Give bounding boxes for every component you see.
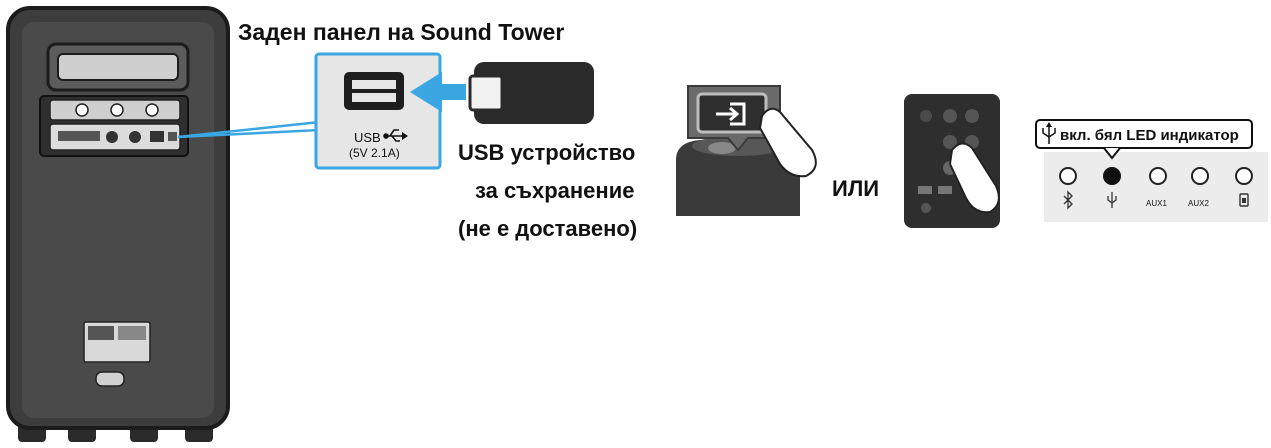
zoom-leader-line [177,120,321,139]
led-callout-pointer [1103,147,1121,160]
jack [75,103,89,117]
usb-drive-plug [468,74,504,112]
power-socket [95,371,125,387]
remote-button [918,186,932,194]
tower-title: Заден панел на Sound Tower [238,19,564,45]
tv-icon [1239,193,1249,207]
led-indicator-panel: вкл. бял LED индикатор AUX1 AUX2 [1035,119,1268,222]
usb-port-zoom: USB (5V 2.1A) [177,52,442,170]
usb-socket [344,72,404,110]
jack [106,131,118,143]
handle-grip [57,53,179,81]
usb-icon [1107,192,1117,208]
led-label-aux1: AUX1 [1146,199,1167,208]
bluetooth-icon [1063,190,1073,210]
remote-button [920,110,932,122]
finger-icon [758,107,817,178]
usb-socket-tongue [352,80,396,89]
led-tv [1235,167,1253,185]
jack [145,103,159,117]
tower-top-source [676,85,817,216]
finger-icon [948,142,1000,214]
remote-button [943,135,957,149]
zoom-leader-line [177,128,321,139]
tower-top-button [708,142,736,154]
tv-icon-inner [1242,198,1246,203]
remote-button [943,109,957,123]
or-word: ИЛИ [832,176,879,201]
usb-port-spec: (5V 2.1A) [349,146,400,160]
led-bluetooth [1059,167,1077,185]
led-aux2 [1191,167,1209,185]
usb-device-line2: за съхранение [475,178,634,203]
jack [129,131,141,143]
usb-port-label: USB [354,130,381,145]
usb-socket-tongue [352,93,396,102]
jack [110,103,124,117]
rating-label-block [88,326,114,340]
insert-arrow [410,72,466,112]
led-callout-box [1035,119,1253,149]
usb-device-line1: USB устройство [458,140,635,165]
led-usb-on [1103,167,1121,185]
jack [150,131,164,142]
led-panel-bg [1044,152,1268,222]
usb-drive-body [474,62,594,124]
usb-icon [1042,122,1056,144]
source-icon [716,102,746,126]
remote-button [921,203,931,213]
usb-port-mini [168,132,177,141]
rating-label-block [118,326,146,340]
led-aux1 [1149,167,1167,185]
usb-icon [383,129,408,142]
tower-top-body [676,140,800,216]
led-callout-text: вкл. бял LED индикатор [1060,127,1239,144]
remote-control [904,94,1000,228]
remote-button [938,186,952,194]
remote-button [965,109,979,123]
usb-device-line3: (не е доставено) [458,216,637,241]
led-label-aux2: AUX2 [1188,199,1209,208]
port-labels [58,131,100,141]
sound-tower [6,6,230,442]
usb-flash-drive [468,62,594,124]
